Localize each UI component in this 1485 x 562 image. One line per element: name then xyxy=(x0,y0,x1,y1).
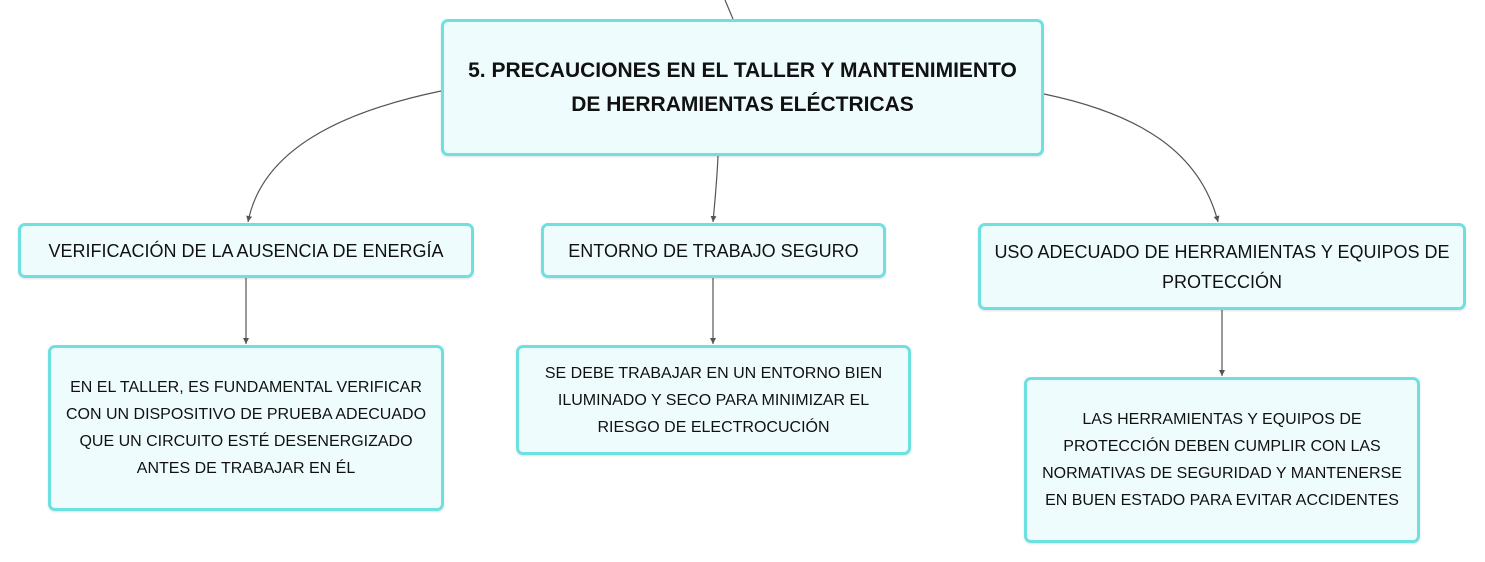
topic-node-tools-and-protection[interactable]: USO ADECUADO DE HERRAMIENTAS Y EQUIPOS D… xyxy=(978,223,1466,310)
incoming-connector xyxy=(724,0,734,20)
subtopic-node-safe-environment-detail[interactable]: SE DEBE TRABAJAR EN UN ENTORNO BIEN ILUM… xyxy=(516,345,911,455)
subtopic-node-tools-and-protection-detail[interactable]: LAS HERRAMIENTAS Y EQUIPOS DE PROTECCIÓN… xyxy=(1024,377,1420,543)
subtopic-label: LAS HERRAMIENTAS Y EQUIPOS DE PROTECCIÓN… xyxy=(1042,411,1402,509)
subtopic-node-energy-verification-detail[interactable]: EN EL TALLER, ES FUNDAMENTAL VERIFICAR C… xyxy=(48,345,444,511)
topic-node-safe-environment[interactable]: ENTORNO DE TRABAJO SEGURO xyxy=(541,223,886,278)
topic-node-energy-verification[interactable]: VERIFICACIÓN DE LA AUSENCIA DE ENERGÍA xyxy=(18,223,474,278)
topic-label: VERIFICACIÓN DE LA AUSENCIA DE ENERGÍA xyxy=(48,240,444,261)
central-topic-node[interactable]: 5. PRECAUCIONES EN EL TALLER Y MANTENIMI… xyxy=(441,19,1044,156)
connector-root-to-branch-c xyxy=(1043,93,1220,223)
topic-label: ENTORNO DE TRABAJO SEGURO xyxy=(568,240,859,261)
connector-root-to-branch-a xyxy=(246,90,442,223)
topic-label: USO ADECUADO DE HERRAMIENTAS Y EQUIPOS D… xyxy=(994,241,1450,292)
central-topic-label: 5. PRECAUCIONES EN EL TALLER Y MANTENIMI… xyxy=(468,58,1017,116)
connector-root-to-branch-b xyxy=(710,155,719,223)
subtopic-label: SE DEBE TRABAJAR EN UN ENTORNO BIEN ILUM… xyxy=(544,364,883,436)
subtopic-label: EN EL TALLER, ES FUNDAMENTAL VERIFICAR C… xyxy=(65,379,427,477)
